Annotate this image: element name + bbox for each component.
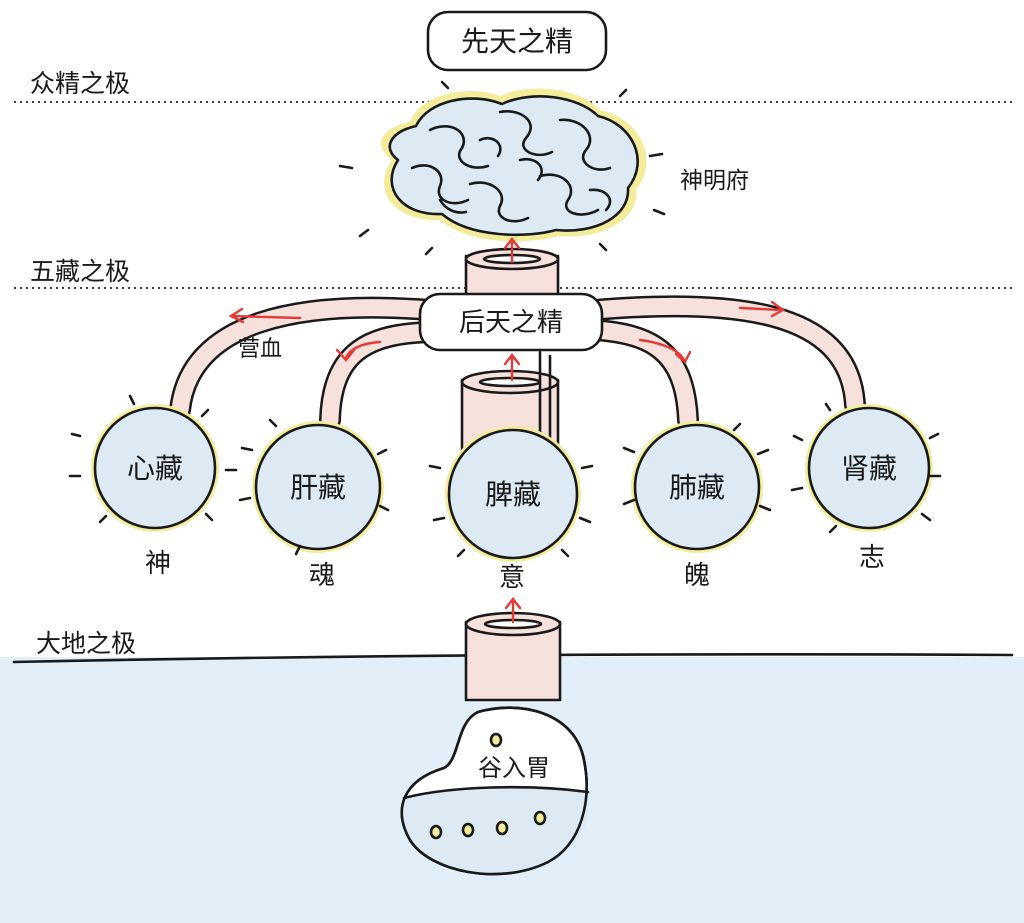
spirit-lung: 魄 [684, 561, 710, 591]
stomach-outline-front [400, 706, 588, 876]
organ-liver-label: 肝藏 [290, 471, 346, 504]
level-label-middle: 五藏之极 [30, 257, 130, 286]
organ-kidney: 肾藏 [805, 404, 933, 532]
channel-kidney-fill [586, 297, 864, 414]
organ-heart: 心藏 [91, 404, 219, 532]
arrow-to-acquired [503, 353, 521, 382]
grain-dot [533, 810, 547, 826]
organ-kidney-circle [807, 406, 931, 530]
organ-heart-label: 心藏 [127, 452, 183, 485]
stomach-label: 谷入胃 [478, 754, 550, 782]
channel-heart [169, 296, 441, 421]
organ-spleen-label: 脾藏 [485, 478, 541, 511]
brain [388, 95, 639, 237]
organ-lung-circle [633, 423, 761, 551]
organ-lung: 肺藏 [631, 421, 763, 553]
nourish-blood-label: 营血 [238, 337, 282, 362]
brain-folds [410, 110, 612, 223]
acquired-essence-label: 后天之精 [459, 308, 563, 338]
organ-lung-label: 肺藏 [669, 471, 725, 504]
stomach-content [402, 787, 589, 875]
channel-lung-fill [586, 321, 697, 429]
arrow-lung [638, 338, 692, 364]
arrow-to-spleen [504, 597, 522, 624]
brain-outline [388, 95, 639, 237]
spirit-spleen: 意 [499, 563, 525, 593]
stomach: 谷入胃 [400, 706, 590, 876]
channel-kidney [584, 295, 866, 416]
brain-label: 神明府 [680, 168, 749, 194]
arrow-to-brain [503, 237, 521, 264]
organ-spleen-circle [447, 428, 579, 560]
tube-from-stomach [464, 611, 562, 702]
arrow-liver [335, 340, 382, 362]
channel-arrows [228, 300, 786, 364]
spirit-liver: 魂 [309, 561, 335, 591]
arrow-heart [228, 307, 302, 324]
spleen-trunk-strand [538, 350, 552, 442]
channel-heart-fill [171, 299, 439, 419]
organ-rays [68, 394, 942, 558]
organ-spleen: 脾藏 [445, 426, 581, 562]
channel-liver-fill [321, 323, 439, 429]
grain-dot [429, 824, 443, 840]
acquired-essence-box [418, 292, 604, 352]
organ-kidney-label: 肾藏 [841, 452, 897, 485]
level-label-bottom: 大地之极 [36, 629, 136, 658]
congenital-essence-label: 先天之精 [461, 25, 573, 58]
grain-dot [489, 732, 503, 748]
channels [169, 295, 866, 431]
grain-dot [461, 822, 475, 838]
congenital-essence-box [426, 10, 608, 72]
grain-dot [495, 820, 509, 836]
grain-dots [429, 732, 547, 840]
spleen-trunk-opening [478, 376, 542, 388]
organ-liver: 肝藏 [252, 421, 384, 553]
arrow-kidney [738, 300, 786, 318]
spirit-kidney: 志 [859, 543, 885, 573]
organ-liver-circle [254, 423, 382, 551]
stomach-liquid-line [402, 785, 590, 800]
brain-rays [338, 80, 666, 256]
spirit-heart: 神 [145, 549, 171, 579]
level-label-top: 众精之极 [30, 69, 130, 98]
organ-heart-circle [93, 406, 217, 530]
